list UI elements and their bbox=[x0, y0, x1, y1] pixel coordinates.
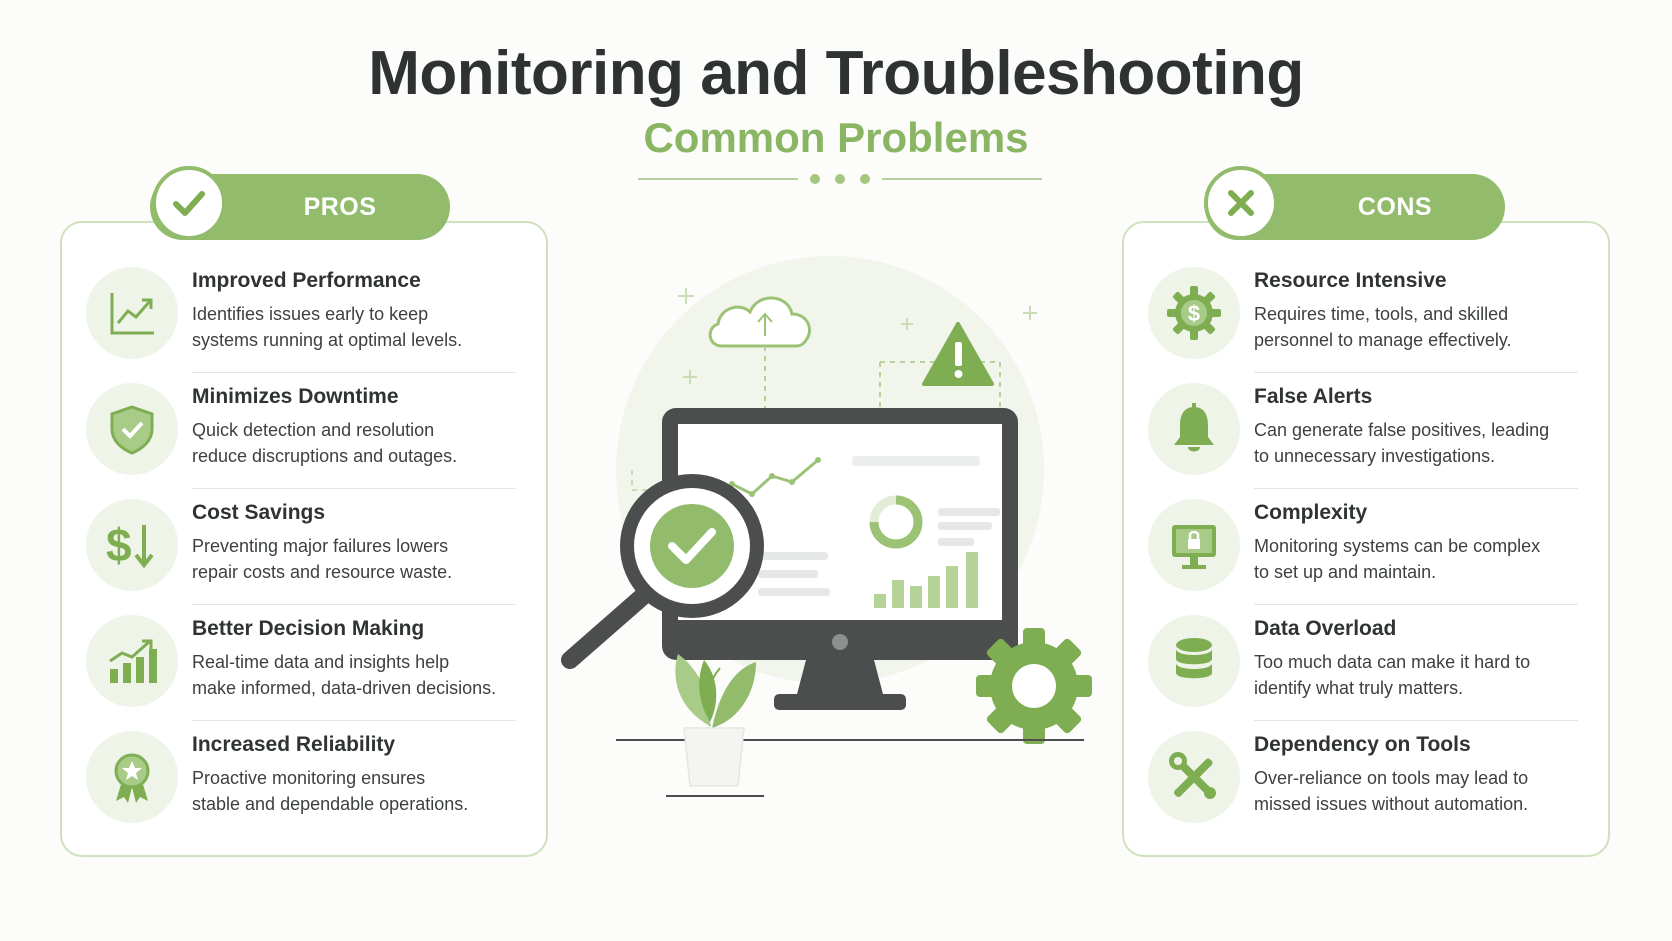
magnifier-icon bbox=[561, 474, 764, 669]
pros-item: Minimizes Downtime Quick detection and r… bbox=[62, 373, 550, 489]
cons-item-title: False Alerts bbox=[1254, 385, 1373, 408]
svg-text:$: $ bbox=[106, 519, 132, 571]
pros-item-title: Improved Performance bbox=[192, 269, 421, 292]
award-ribbon-icon bbox=[86, 731, 178, 823]
warning-icon bbox=[879, 322, 1001, 412]
gear-dollar-icon: $ bbox=[1148, 267, 1240, 359]
pros-item: Increased Reliability Proactive monitori… bbox=[62, 721, 550, 837]
title-divider bbox=[638, 172, 1042, 186]
plant-icon bbox=[675, 654, 756, 787]
cons-item: $ Resource Intensive Requires time, tool… bbox=[1124, 257, 1612, 373]
pros-item-title: Increased Reliability bbox=[192, 733, 396, 756]
trending-up-chart-icon bbox=[86, 267, 178, 359]
page-title: Monitoring and Troubleshooting bbox=[368, 39, 1304, 108]
x-icon bbox=[1204, 166, 1278, 240]
pros-item: Improved Performance Identifies issues e… bbox=[62, 257, 550, 373]
wrench-screwdriver-icon bbox=[1148, 731, 1240, 823]
bell-icon bbox=[1148, 383, 1240, 475]
database-icon bbox=[1148, 615, 1240, 707]
pros-item-title: Cost Savings bbox=[192, 501, 326, 524]
svg-text:$: $ bbox=[1188, 301, 1200, 326]
gear-icon bbox=[976, 628, 1092, 744]
cons-item-title: Data Overload bbox=[1254, 617, 1397, 640]
monitoring-illustration bbox=[561, 256, 1092, 797]
shield-check-icon bbox=[86, 383, 178, 475]
cons-item: False Alerts Can generate false positive… bbox=[1124, 373, 1612, 489]
monitor-lock-icon bbox=[1148, 499, 1240, 591]
cons-item: Complexity Monitoring systems can be com… bbox=[1124, 489, 1612, 605]
cons-item-title: Dependency on Tools bbox=[1254, 733, 1471, 756]
cons-item: Dependency on Tools Over-reliance on too… bbox=[1124, 721, 1612, 837]
cons-item-title: Resource Intensive bbox=[1254, 269, 1447, 292]
cons-panel: $ Resource Intensive Requires time, tool… bbox=[1122, 221, 1610, 857]
check-icon bbox=[152, 166, 226, 240]
pros-item-title: Minimizes Downtime bbox=[192, 385, 399, 408]
cons-item: Data Overload Too much data can make it … bbox=[1124, 605, 1612, 721]
pros-item-title: Better Decision Making bbox=[192, 617, 425, 640]
cloud-icon bbox=[708, 296, 811, 410]
cons-item-title: Complexity bbox=[1254, 501, 1368, 524]
bar-chart-up-icon bbox=[86, 615, 178, 707]
dollar-down-icon: $ bbox=[86, 499, 178, 591]
page-subtitle: Common Problems bbox=[643, 114, 1029, 161]
pros-panel: Improved Performance Identifies issues e… bbox=[60, 221, 548, 857]
pros-item: $ Cost Savings Preventing major failures… bbox=[62, 489, 550, 605]
pros-item: Better Decision Making Real-time data an… bbox=[62, 605, 550, 721]
